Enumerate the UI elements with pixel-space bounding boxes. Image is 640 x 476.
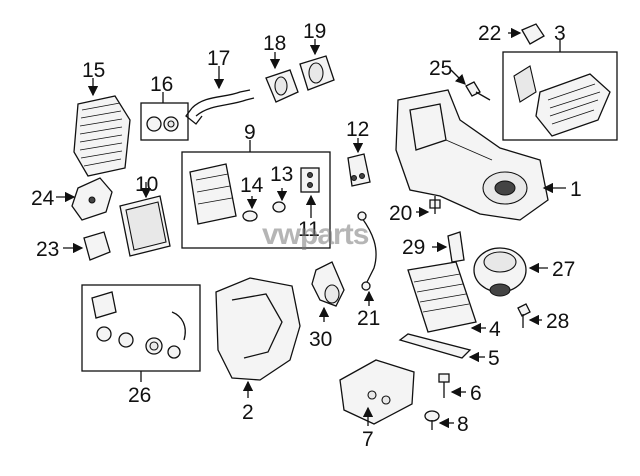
watermark-prefix: vw	[262, 218, 301, 251]
tray-part	[339, 359, 415, 425]
group-box-16	[140, 102, 189, 141]
evaporator-part	[189, 163, 237, 225]
callout-4: 4	[489, 318, 501, 341]
hvac-housing-part	[395, 89, 549, 221]
callout-13: 13	[270, 163, 294, 186]
callout-2: 2	[242, 401, 254, 424]
hose-part	[357, 211, 377, 291]
callout-25: 25	[429, 57, 453, 80]
air-door-part	[513, 65, 611, 137]
filter-element-part	[407, 261, 477, 333]
group-box-9	[181, 151, 331, 249]
callout-28: 28	[546, 310, 570, 333]
actuator-kit-part	[91, 291, 186, 359]
callout-6: 6	[470, 382, 482, 405]
callout-27: 27	[552, 258, 576, 281]
callout-30: 30	[309, 328, 333, 351]
clip-part	[521, 23, 545, 45]
callout-29: 29	[402, 236, 426, 259]
seal-strip-part	[398, 333, 472, 359]
actuator-24-part	[71, 177, 113, 221]
callout-24: 24	[31, 187, 55, 210]
cabin-filter-part	[119, 195, 171, 257]
callout-21: 21	[357, 307, 381, 330]
callout-7: 7	[362, 428, 374, 451]
bracket-29-part	[447, 231, 465, 263]
lower-housing-part	[215, 277, 301, 381]
callout-20: 20	[389, 202, 413, 225]
callout-1: 1	[570, 178, 582, 201]
watermark-logo: vwparts	[262, 218, 369, 252]
sensor-23-part	[83, 231, 111, 261]
screw-28-part	[517, 303, 531, 328]
resistor-part	[347, 153, 371, 187]
bolt-8-part	[424, 410, 440, 430]
bolt-6-part	[438, 373, 450, 398]
gasket-18-part	[265, 69, 299, 103]
callout-26: 26	[128, 384, 152, 407]
callout-19: 19	[303, 20, 327, 43]
callout-12: 12	[346, 118, 370, 141]
callout-22: 22	[478, 22, 502, 45]
screw-25-part	[465, 81, 491, 101]
callout-11: 11	[298, 218, 320, 241]
blower-motor-part	[473, 247, 527, 297]
o-ring-14-part	[242, 210, 258, 222]
callout-10: 10	[135, 173, 159, 196]
callout-18: 18	[263, 32, 287, 55]
callout-15: 15	[82, 59, 106, 82]
callout-8: 8	[457, 413, 469, 436]
watermark-suffix: parts	[300, 218, 369, 251]
heater-core-part	[73, 95, 131, 177]
callout-17: 17	[207, 47, 231, 70]
callout-16: 16	[150, 73, 174, 96]
heater-pipes-part	[185, 89, 255, 125]
callout-9: 9	[244, 121, 256, 144]
callout-23: 23	[36, 238, 60, 261]
callout-3: 3	[554, 22, 566, 45]
caps-part	[146, 116, 179, 132]
expansion-valve-part	[300, 167, 320, 193]
callout-14: 14	[240, 174, 264, 197]
gasket-19-part	[299, 55, 335, 91]
screw-20-part	[429, 196, 441, 214]
sensor-30-part	[311, 261, 345, 307]
callout-5: 5	[488, 347, 500, 370]
o-ring-13-part	[272, 201, 286, 213]
